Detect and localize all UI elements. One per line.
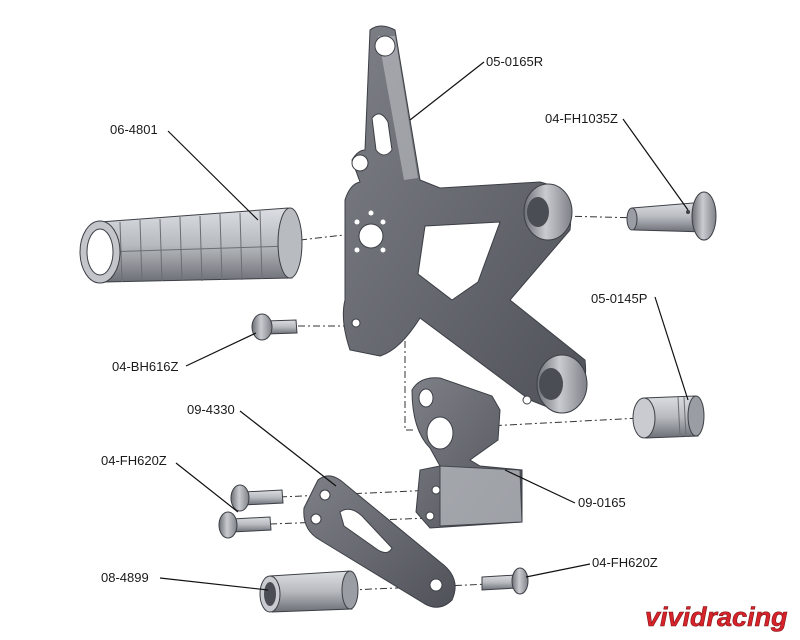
main-bracket-part [342,25,588,414]
label-mount-block: 09-0165 [578,495,626,510]
label-bracket-main: 05-0165R [486,54,543,69]
flat-head-bolt-right-part [481,567,529,595]
label-heel-plate: 09-4330 [187,402,235,417]
button-head-bolt-part [251,313,298,341]
label-grip: 06-4801 [110,122,158,137]
flat-head-bolts-left-part [218,484,284,539]
label-pivot-bolt: 04-FH1035Z [545,111,618,126]
leader-lines [159,61,689,591]
label-spacer-small: 05-0145P [591,291,647,306]
small-spacer-part [632,395,705,439]
label-spacer-long: 08-4899 [101,570,149,585]
part-labels: 05-0165R 06-4801 04-FH1035Z 05-0145P 04-… [101,54,658,585]
foot-peg-grip-part [79,207,303,284]
mount-block-part [411,377,523,529]
pivot-bolt-part [626,191,717,241]
label-button-bolt: 04-BH616Z [112,359,179,374]
long-spacer-part [259,570,359,613]
label-flat-bolts-left: 04-FH620Z [101,453,167,468]
label-flat-bolt-right: 04-FH620Z [592,555,658,570]
heel-plate-part [303,475,456,608]
brand-logo: vividracing [645,602,788,632]
